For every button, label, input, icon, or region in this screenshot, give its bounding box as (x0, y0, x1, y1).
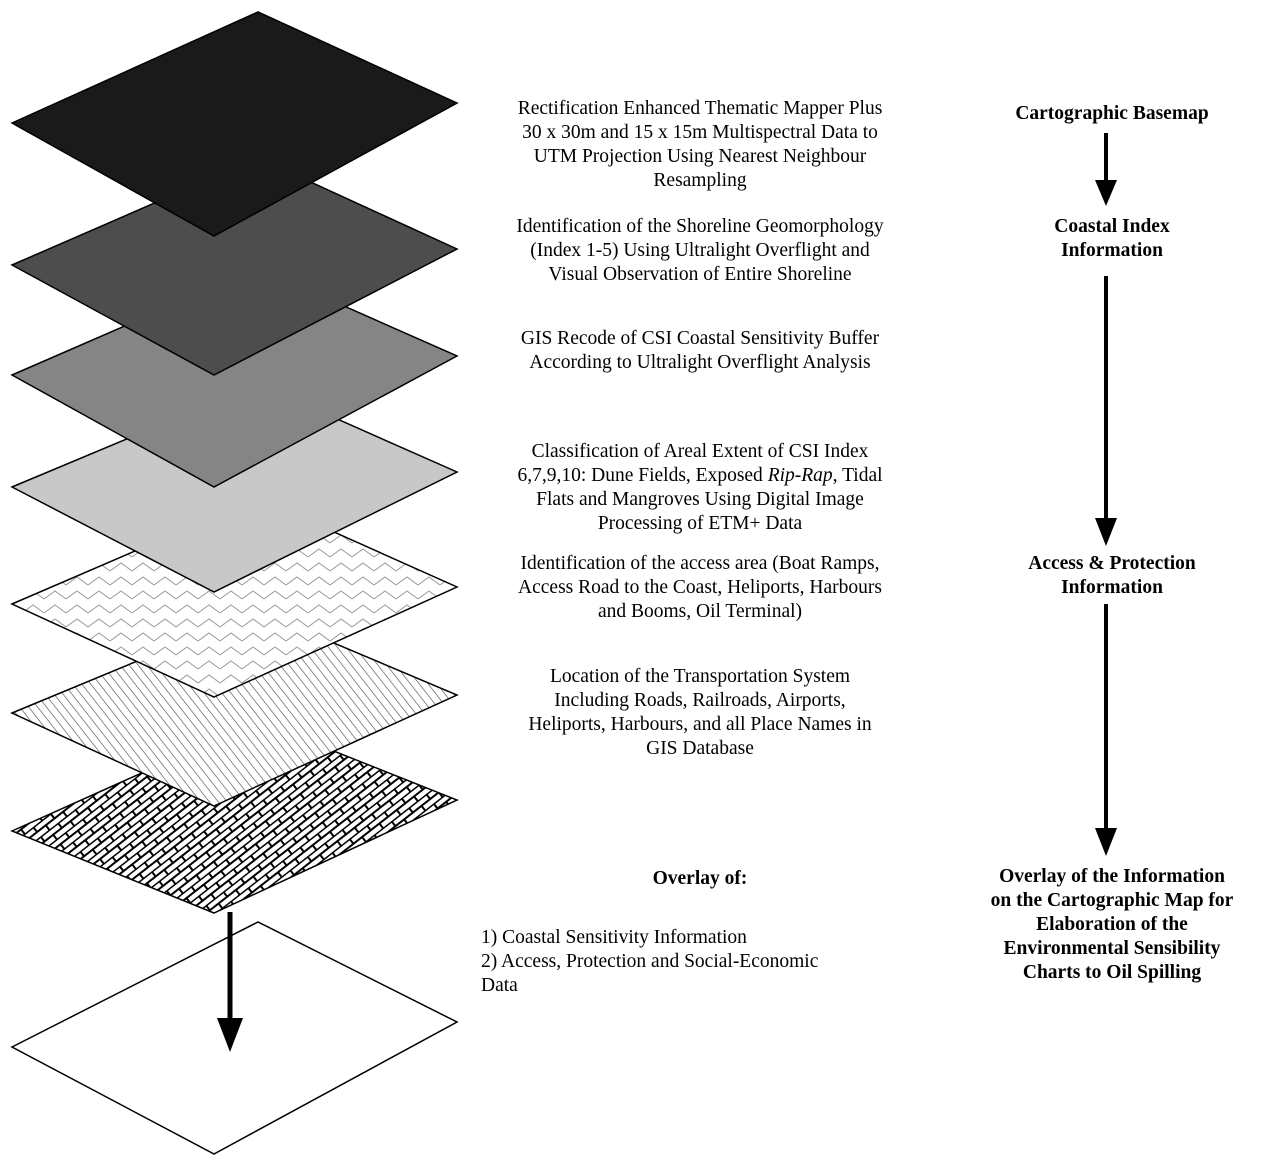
description-line: Identification of the Shoreline Geomorph… (516, 216, 884, 237)
stage-arrow-1 (1095, 133, 1117, 206)
description-shoreline: Identification of the Shoreline Geomorph… (470, 215, 930, 287)
description-line: Identification of the access area (Boat … (520, 553, 880, 574)
description-line: 30 x 30m and 15 x 15m Multispectral Data… (522, 122, 878, 143)
description-rectification: Rectification Enhanced Thematic Mapper P… (470, 97, 930, 193)
layers-group (10, 11, 459, 1155)
stage-line: Charts to Oil Spilling (1022, 962, 1202, 983)
description-line: Including Roads, Railroads, Airports, (554, 690, 846, 711)
description-line: Processing of ETM+ Data (597, 513, 803, 534)
stage-line: Information (1061, 240, 1163, 261)
description-text: 6,7,9,10: Dune Fields, Exposed (517, 465, 768, 486)
overlay-heading: Overlay of: (652, 868, 748, 889)
description-line: According to Ultralight Overflight Analy… (529, 352, 871, 373)
stage-line: Coastal Index (1054, 216, 1170, 237)
stage-line: Access & Protection (1028, 553, 1196, 574)
description-gis-recode: GIS Recode of CSI Coastal Sensitivity Bu… (470, 327, 930, 375)
layer-rectification-layer (10, 11, 459, 237)
stage-line: Environmental Sensibility (1003, 938, 1221, 959)
stage-arrow-2 (1095, 276, 1117, 546)
description-line: 6,7,9,10: Dune Fields, Exposed Rip-Rap, … (470, 464, 930, 488)
overlay-items: 1) Coastal Sensitivity Information 2) Ac… (481, 926, 941, 998)
italic-term: Rip-Rap (767, 465, 833, 486)
description-line: Rectification Enhanced Thematic Mapper P… (517, 98, 883, 119)
description-line: Access Road to the Coast, Heliports, Har… (518, 577, 882, 598)
stage-line: Overlay of the Information (999, 866, 1225, 887)
stage-access-protection: Access & Protection Information (960, 552, 1264, 600)
description-line: Flats and Mangroves Using Digital Image (536, 489, 864, 510)
stage-line: Elaboration of the (1036, 914, 1188, 935)
stage-coastal-index: Coastal Index Information (960, 215, 1264, 263)
stage-overlay-information: Overlay of the Information on the Cartog… (960, 865, 1264, 985)
stage-cartographic-basemap: Cartographic Basemap (960, 102, 1264, 126)
overlay-item: Data (481, 975, 518, 996)
stage-line: on the Cartographic Map for (990, 890, 1234, 911)
description-line: Visual Observation of Entire Shoreline (548, 264, 852, 285)
description-text: , Tidal (832, 465, 883, 486)
stage-line: Cartographic Basemap (1015, 103, 1209, 124)
description-line: UTM Projection Using Nearest Neighbour (533, 146, 867, 167)
description-line: GIS Database (646, 738, 754, 759)
description-classification: Classification of Areal Extent of CSI In… (470, 440, 930, 536)
description-transportation: Location of the Transportation System In… (470, 665, 930, 761)
overlay-item: 1) Coastal Sensitivity Information (481, 927, 747, 948)
description-line: Classification of Areal Extent of CSI In… (531, 441, 869, 462)
final-map-arrow (217, 912, 243, 1052)
overlay-item: 2) Access, Protection and Social-Economi… (481, 951, 819, 972)
description-line: Resampling (653, 170, 747, 191)
description-line: GIS Recode of CSI Coastal Sensitivity Bu… (520, 328, 880, 349)
description-line: Heliports, Harbours, and all Place Names… (528, 714, 872, 735)
stage-arrow-3 (1095, 604, 1117, 856)
description-line: Location of the Transportation System (549, 666, 851, 687)
description-access-area: Identification of the access area (Boat … (470, 552, 930, 624)
stage-line: Information (1061, 577, 1163, 598)
description-line: and Booms, Oil Terminal) (597, 601, 803, 622)
description-line: (Index 1-5) Using Ultralight Overflight … (530, 240, 870, 261)
